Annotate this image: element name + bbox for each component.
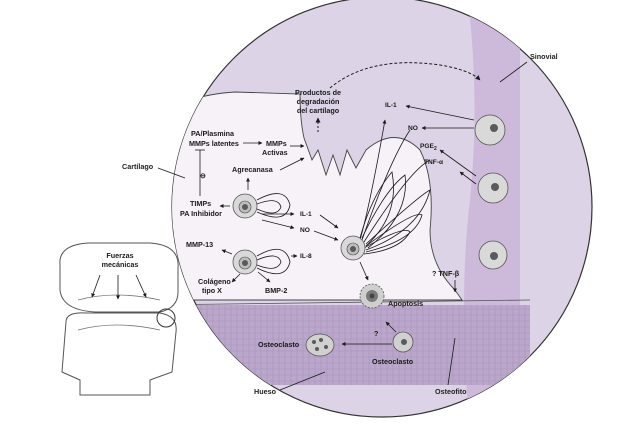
label-il1-mid: IL-1 (300, 211, 312, 218)
label-agrecanasa: Agrecanasa (232, 165, 274, 174)
label-mmps-1: MMPs (266, 139, 287, 148)
label-tnf-alpha: TNF-α (424, 159, 443, 166)
label-cartilago: Cartílago (122, 162, 154, 171)
label-mmps-latentes: MMPs latentes (189, 139, 239, 148)
label-osteofito: Osteofito (435, 387, 467, 396)
label-il8: IL-8 (300, 253, 312, 260)
label-sinovial: Sinovial (530, 52, 558, 61)
apoptotic-cell (359, 283, 385, 309)
knee-joint-icon (59, 242, 179, 396)
zoom-focus-circle (156, 308, 176, 328)
cartilage-region (172, 91, 463, 301)
label-hueso: Hueso (254, 387, 277, 396)
synoviocyte-cell (477, 172, 509, 204)
label-colageno-1: Colágeno (198, 277, 231, 286)
label-no-right: NO (408, 125, 418, 132)
synoviocyte-cell (478, 240, 508, 270)
label-osteoclasto-left: Osteoclasto (258, 340, 300, 349)
chondrocyte-cell (232, 249, 258, 275)
magnified-joint-view (171, 0, 593, 418)
label-mmp13: MMP-13 (186, 240, 213, 249)
label-fuerzas-2: mecánicas (102, 260, 139, 269)
label-no-mid: NO (300, 227, 310, 234)
label-osteoclasto-right: Osteoclasto (372, 357, 414, 366)
label-question: ? (374, 329, 378, 338)
central-chondrocyte-fan (359, 119, 431, 255)
label-pa-plasmina: PA/Plasmina (191, 129, 235, 138)
label-mmps-2: Activas (262, 148, 288, 157)
osteoclast-precursor-cell (392, 331, 414, 353)
synoviocyte-cell (474, 114, 506, 146)
label-bmp2: BMP-2 (265, 286, 287, 295)
label-il1-right: IL-1 (385, 102, 397, 109)
label-colageno-2: tipo X (202, 286, 222, 295)
label-productos-3: del cartílago (297, 106, 340, 115)
label-tnf-beta: ? TNF-β (432, 269, 460, 278)
chondrocyte-cell (340, 235, 366, 261)
chondrocyte-cell (232, 193, 258, 219)
label-apoptosis: Apoptosis (388, 299, 423, 308)
osteoclast-cell (305, 333, 335, 357)
label-pge2: PGE2 (420, 143, 437, 152)
label-timps: TIMPs (190, 199, 211, 208)
inhibit-sign: ⊖ (200, 171, 206, 180)
label-pa-inhibidor: PA Inhibidor (180, 209, 222, 218)
label-productos-2: degradación (297, 97, 340, 106)
label-productos-1: Productos de (295, 88, 341, 97)
subchondral-bone (172, 305, 530, 385)
label-fuerzas-1: Fuerzas (106, 251, 133, 260)
